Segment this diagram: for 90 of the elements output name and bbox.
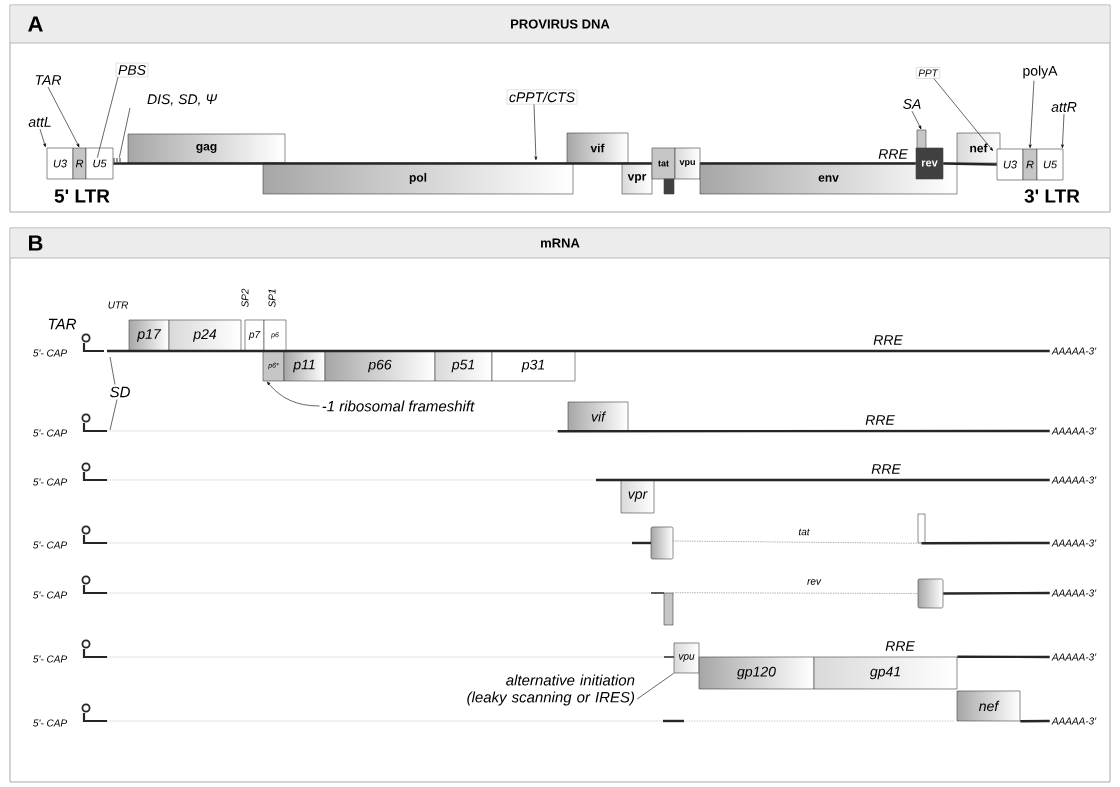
polya-label: AAAAA-3' xyxy=(1051,476,1097,484)
gene-box: U3 xyxy=(46,147,74,180)
cap-label: 5'- CAP xyxy=(33,655,67,663)
leader-line xyxy=(911,110,922,130)
gene-box: U3 xyxy=(996,148,1024,181)
polya-label: AAAAA-3' xyxy=(1051,589,1097,597)
cap-label: 5'- CAP xyxy=(33,719,67,727)
annotation-label: polyA xyxy=(1023,65,1058,79)
site-label: SP1 xyxy=(268,289,276,308)
site-label: SP2 xyxy=(241,288,249,308)
polya-label: AAAAA-3' xyxy=(1051,539,1097,547)
strand-line xyxy=(921,541,1050,545)
leader-line xyxy=(636,673,674,700)
element-label: RRE xyxy=(873,335,903,345)
gene-box: vif xyxy=(567,401,629,432)
gene-box: vpu xyxy=(673,642,700,674)
gene-box: vpr xyxy=(620,479,655,514)
gene-box: p17 xyxy=(128,319,170,352)
leader-line xyxy=(39,128,46,148)
leader-line xyxy=(1028,80,1035,149)
element-label: TAR xyxy=(48,318,76,330)
gene-box: U5 xyxy=(85,147,114,180)
leader-line xyxy=(109,399,118,431)
annotation-label: DIS, SD, Ψ xyxy=(147,94,218,106)
annotation-label: attR xyxy=(1051,102,1077,112)
gene-box: vpr xyxy=(621,162,653,195)
strand-line xyxy=(557,429,1050,433)
gene-box: U5 xyxy=(1036,148,1064,181)
strand-line xyxy=(943,591,1050,595)
polya-label: AAAAA-3' xyxy=(1051,347,1097,355)
element-label: RRE xyxy=(871,464,901,474)
strand-line xyxy=(1020,719,1050,723)
leader-line xyxy=(533,104,538,161)
region-label: 5' LTR xyxy=(54,189,110,203)
gene-segment xyxy=(663,592,674,626)
boxed-label: PPT xyxy=(916,67,940,79)
leader-line xyxy=(47,86,80,148)
transcript-label: rev xyxy=(807,579,822,585)
gene-box: gp41 xyxy=(813,656,958,690)
polya-label: AAAAA-3' xyxy=(1051,653,1097,661)
gene-segment xyxy=(916,129,927,149)
gene-segment xyxy=(917,513,926,544)
gene-box: nef xyxy=(956,132,1001,164)
gene-segment xyxy=(663,178,675,195)
boxed-label: cPPT/CTS xyxy=(506,89,578,105)
spliced-out-line xyxy=(672,540,919,544)
cap-label: 5'- CAP xyxy=(33,541,67,549)
strand-line xyxy=(957,655,1050,659)
leader-line xyxy=(119,107,131,158)
annotation-label: -1 ribosomal frameshift xyxy=(322,400,475,412)
cap-label: 5'- CAP xyxy=(33,349,67,357)
strand-line xyxy=(700,162,916,165)
leader-line xyxy=(109,356,116,385)
gene-box: gag xyxy=(127,133,286,164)
gene-box: p31 xyxy=(491,350,576,382)
gene-box: p24 xyxy=(168,319,242,352)
region-label: UTR xyxy=(108,301,128,309)
element-label: RRE xyxy=(878,149,908,159)
leader-line xyxy=(1061,113,1065,149)
gene-segment xyxy=(917,578,944,609)
gene-box: vif xyxy=(566,132,629,164)
gene-box: rev xyxy=(915,147,944,180)
annotation-label: TAR xyxy=(35,75,62,85)
gene-box: nef xyxy=(956,690,1021,722)
strand-line xyxy=(107,349,1050,353)
cap-label: 5'- CAP xyxy=(33,591,67,599)
gene-box: p51 xyxy=(434,350,493,382)
annotation-label: SD xyxy=(110,386,130,398)
gene-box: vpu xyxy=(674,147,701,180)
leader-line xyxy=(97,76,119,158)
transcript-label: tat xyxy=(798,528,810,536)
boxed-label: PBS xyxy=(115,62,149,78)
annotation-label: alternative initiation (leaky scanning or IRES) xyxy=(467,674,635,706)
element-label: RRE xyxy=(885,641,915,651)
polya-label: AAAAA-3' xyxy=(1051,427,1097,435)
leader-line xyxy=(267,381,320,407)
strand-line xyxy=(596,478,1050,482)
strand-line xyxy=(943,162,997,166)
gene-box: R xyxy=(1022,148,1038,181)
spliced-out-line xyxy=(672,592,919,594)
element-label: RRE xyxy=(865,415,895,425)
region-label: 3' LTR xyxy=(1024,189,1080,203)
annotation-label: SA xyxy=(903,99,921,109)
leader-line xyxy=(933,78,994,151)
gene-segment xyxy=(650,526,674,560)
strand-line xyxy=(113,162,652,165)
polya-label: AAAAA-3' xyxy=(1051,717,1097,725)
cap-label: 5'- CAP xyxy=(33,478,67,486)
cap-label: 5'- CAP xyxy=(33,429,67,437)
annotation-label: attL xyxy=(28,117,51,127)
